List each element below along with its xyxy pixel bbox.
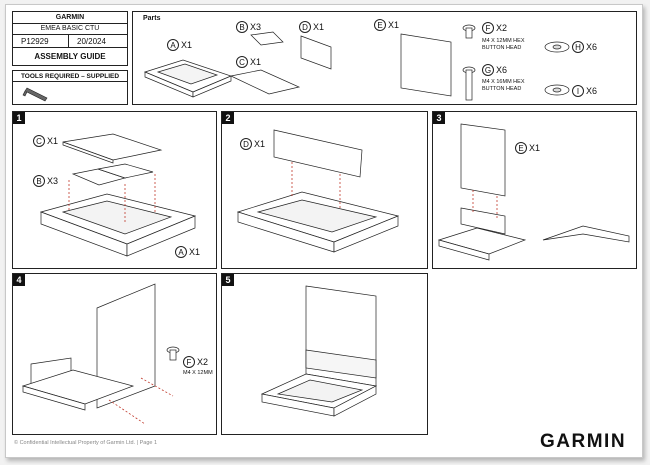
title-block: GARMIN EMEA BASIC CTU P12929 20/2024 ASS… [12,11,128,66]
step-4-number: 4 [13,274,25,286]
part-d-panel-icon [300,35,332,70]
part-i-washer-icon [544,84,570,96]
part-g-screw-icon [462,66,476,101]
revision-date: 20/2024 [77,37,106,46]
hex-key-icon [22,87,48,102]
step-1-drawing [39,133,197,257]
step-4-drawing [21,283,180,425]
parts-box: Parts [132,11,637,105]
part-c-plate-icon [229,69,301,95]
part-number: P12929 [21,37,49,46]
step-1-number: 1 [13,112,25,124]
part-h-washer-icon [544,41,570,53]
product-name: EMEA BASIC CTU [40,25,100,32]
part-e-panel-icon [400,33,452,97]
step-5-number: 5 [222,274,234,286]
step-5-drawing [260,285,378,417]
step-4-screw-icon [166,346,180,361]
parts-header: Parts [143,15,161,22]
part-a-tray-icon [143,59,232,98]
assembly-sheet: GARMIN EMEA BASIC CTU P12929 20/2024 ASS… [5,4,643,458]
tools-header: TOOLS REQUIRED – SUPPLIED [20,73,120,80]
step-4-screw-desc: M4 X 12MM [183,370,213,376]
footer-note: © Confidential Intellectual Property of … [14,440,158,446]
tools-block: TOOLS REQUIRED – SUPPLIED [12,70,128,105]
document-title: ASSEMBLY GUIDE [34,52,106,61]
step-3-drawing [437,123,630,261]
company-name: GARMIN [55,14,85,21]
step-3-number: 3 [433,112,445,124]
step-2-number: 2 [222,112,234,124]
garmin-logo: GARMIN [540,431,627,452]
step-2-drawing [236,129,400,253]
step-5-panel: 5 [221,273,428,435]
part-b-tile-icon [250,31,284,46]
part-f-screw-icon [462,24,476,39]
parts-drawings [143,24,570,101]
